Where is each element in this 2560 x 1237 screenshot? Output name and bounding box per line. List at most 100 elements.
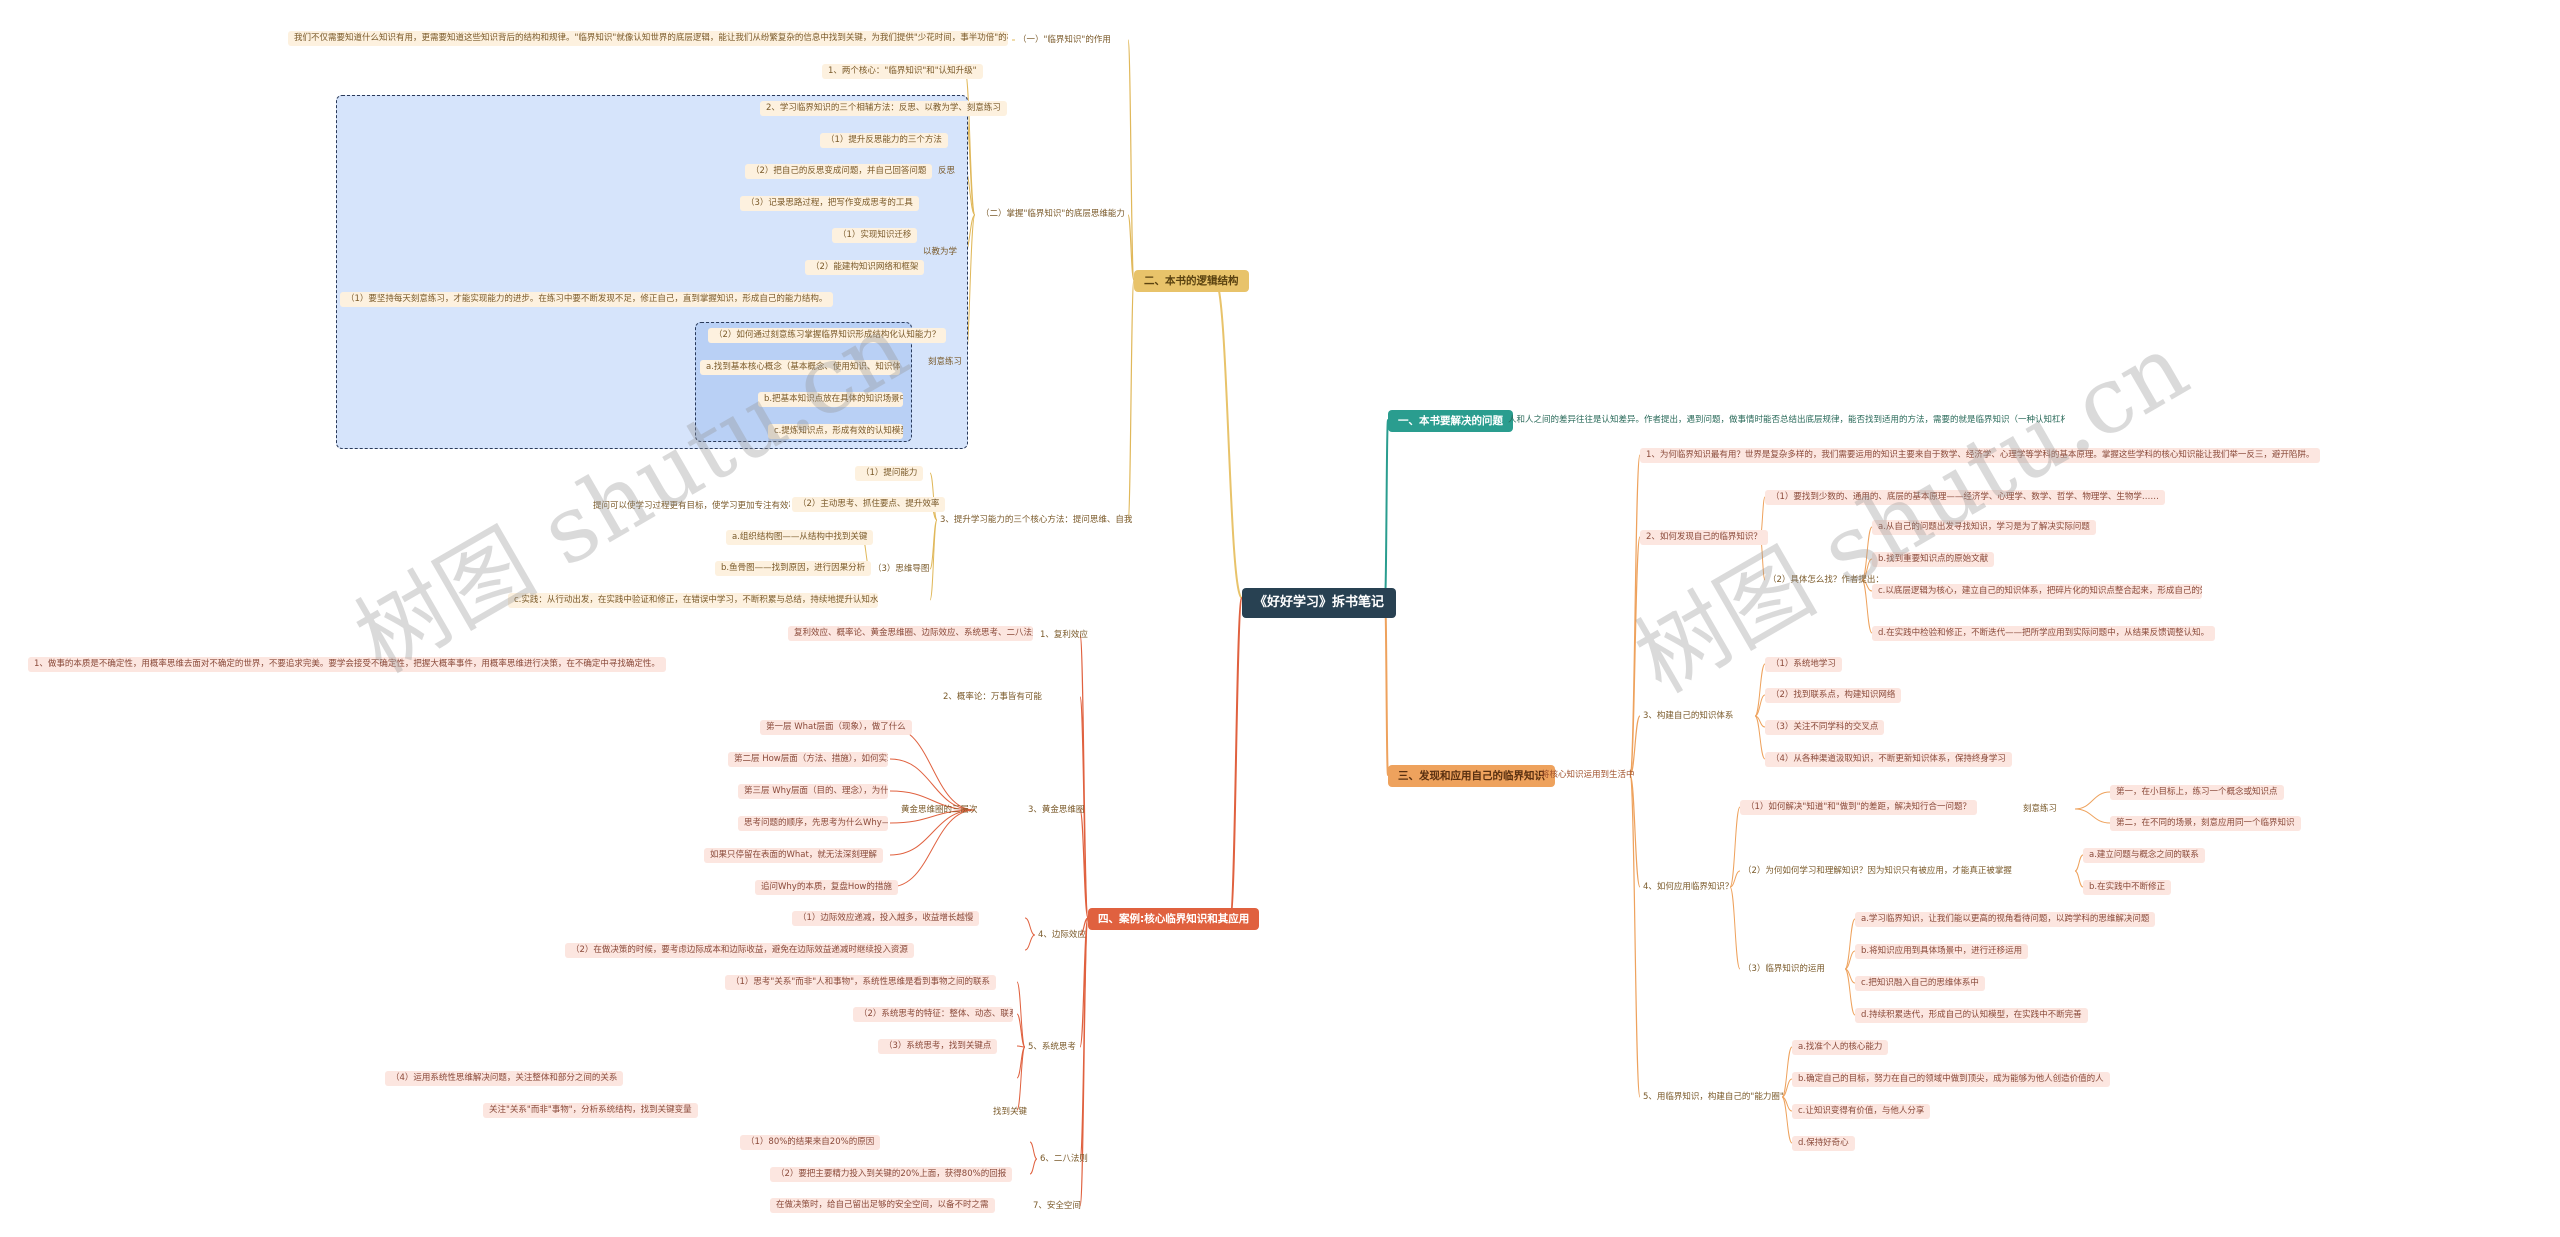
edge-g4a-1 — [2074, 808, 2111, 824]
edge-cases-2 — [1079, 809, 1089, 919]
n1-label: （一）"临界知识"的作用 — [1018, 35, 1111, 45]
edge-g2b-1 — [1861, 558, 1873, 581]
g5-item-2: b.确定自己的目标，努力在自己的领域中做到顶尖，成为能够为他人创造价值的人 — [1792, 1072, 2110, 1087]
practice-label: 刻意练习 — [928, 357, 963, 367]
g5-item-1: a.找准个人的核心能力 — [1792, 1040, 1889, 1055]
g4-c-item-4: d.持续积累迭代，形成自己的认知模型，在实践中不断完善 — [1855, 1008, 2088, 1023]
problem-desc: 人和人之间的差异往往是认知差异。作者提出，遇到问题，做事情时能否总结出底层规律，… — [1508, 415, 2065, 425]
edge-g2b-3 — [1861, 579, 1873, 634]
s5-item-3: （3）系统思考，找到关键点 — [878, 1039, 998, 1054]
edge-root-structure — [1214, 279, 1243, 599]
edge-g4-1 — [1729, 870, 1741, 888]
edge-g4-2 — [1729, 886, 1741, 970]
branch-structure[interactable]: 二、本书的逻辑结构 — [1134, 270, 1249, 292]
s6-item-1: （1）80%的结果来自20%的原因 — [740, 1135, 881, 1150]
edge-s5-1 — [1016, 1013, 1026, 1048]
n2-core: 1、两个核心："临界知识"和"认知升级" — [822, 64, 983, 79]
practice-item-1: （1）要坚持每天刻意练习，才能实现能力的进步。在练习中要不断发现不足，修正自己，… — [340, 292, 834, 307]
reflect-item-3: （3）记录思路过程，把写作变成思考的工具 — [740, 196, 919, 211]
s3-item-2: 第二层 How层面（方法、措施），如何实现目标的 — [728, 752, 888, 767]
s5-item-4: （4）运用系统性思维解决问题，关注整体和部分之间的关系 — [385, 1071, 624, 1086]
edge-root-cases — [1229, 597, 1243, 919]
n3-item-4: c.实践：从行动出发，在实践中验证和修正，在错误中学习，不断积累与总结，持续地提… — [508, 593, 878, 608]
s4-item-2: （2）在做决策的时候，要考虑边际成本和边际收益，避免在边际效益递减时继续投入资源 — [565, 943, 914, 958]
edge-g4b-0 — [2074, 854, 2084, 872]
g4-c-item-1: a.学习临界知识，让我们能以更高的视角看待问题，以跨学科的思维解决问题 — [1855, 912, 2156, 927]
branch-cases[interactable]: 四、案例:核心临界知识和其应用 — [1088, 908, 1260, 930]
edge-cases-6 — [1079, 917, 1089, 1207]
n1-content: 我们不仅需要知道什么知识有用，更需要知道这些知识背后的结构和规律。"临界知识"就… — [288, 31, 1008, 46]
edge-g4c-3 — [1844, 968, 1856, 1016]
s3-item-4: 思考问题的顺序，先思考为什么Why——为什么做 — [738, 816, 888, 831]
practice-sub-2: b.把基本知识点放在具体的知识场景中 — [758, 392, 903, 407]
s5-item-2: （2）系统思考的特征：整体、动态、联系、因果 — [853, 1007, 1013, 1022]
s1-content: 复利效应、概率论、黄金思维圈、边际效应、系统思考、二八法则、安全空间 — [788, 626, 1033, 641]
branch-problem[interactable]: 一、本书要解决的问题 — [1388, 410, 1513, 432]
n3-sub-1: a.组织结构图——从结构中找到关键 — [726, 530, 874, 545]
edge-s5-0 — [1016, 981, 1026, 1048]
g5: 5、用临界知识，构建自己的"能力圈" — [1643, 1092, 1784, 1102]
s5: 5、系统思考 — [1028, 1042, 1076, 1052]
g4-a: （1）如何解决"知道"和"做到"的差距，解决知行合一问题？ — [1740, 800, 1978, 815]
edge-structure-0 — [1127, 39, 1135, 281]
n2-methods: 2、学习临界知识的三个相辅方法：反思、以教为学、刻意练习 — [760, 101, 1007, 116]
edge-structure-1 — [1127, 214, 1135, 281]
s4-item-1: （1）边际效应递减，投入越多，收益增长越慢 — [792, 911, 980, 926]
edge-s3-1 — [889, 758, 976, 811]
s7-content: 在做决策时，给自己留出足够的安全空间，以备不时之需 — [770, 1198, 995, 1213]
s3-item-5: 如果只停留在表面的What，就无法深刻理解 — [704, 848, 883, 863]
g2-b-item-4: d.在实践中检验和修正，不断迭代——把所学应用到实际问题中，从结果反馈调整认知。 — [1872, 626, 2216, 641]
s3: 3、黄金思维圈 — [1028, 805, 1085, 815]
g2-a: （1）要找到少数的、通用的、底层的基本原理——经济学、心理学、数学、哲学、物理学… — [1765, 490, 2165, 505]
edge-g2b-0 — [1861, 526, 1873, 581]
edge-g5-3 — [1781, 1096, 1793, 1144]
s3-item-6: 追问Why的本质，复盘How的措施 — [755, 880, 898, 895]
edge-n3-3 — [929, 519, 938, 601]
g3-item-1: （1）系统地学习 — [1765, 657, 1842, 672]
g2-b-item-2: b.找到重要知识点的原始文献 — [1872, 552, 1995, 567]
edge-s5-4 — [1016, 1046, 1026, 1111]
n3-item-2-note: 提问可以使学习过程更有目标，使学习更加专注有效率 — [593, 501, 790, 511]
s5-side: 找到关键 — [993, 1107, 1028, 1117]
edge-g4a-0 — [2074, 791, 2111, 810]
reflect-item-1: （1）提升反思能力的三个方法 — [820, 133, 948, 148]
g2-b: （2）具体怎么找？作者提出： — [1768, 575, 1884, 585]
edge-s6-1 — [1029, 1158, 1038, 1175]
root-node[interactable]: 《好好学习》拆书笔记 — [1242, 588, 1397, 618]
reflect-label: 反思 — [938, 166, 956, 176]
edge-g3-1 — [1754, 694, 1766, 717]
edge-g3-0 — [1754, 663, 1766, 717]
edge-discover-1 — [1629, 536, 1641, 776]
s2: 2、概率论：万事皆有可能 — [943, 692, 1042, 702]
s5-item-5: 关注"关系"而非"事物"，分析系统结构，找到关键变量 — [483, 1103, 698, 1118]
edge-n3-0 — [929, 472, 938, 521]
s5-item-1: （1）思考"关系"而非"人和事物"，系统性思维是看到事物之间的联系 — [725, 975, 997, 990]
edge-s4-1 — [1024, 934, 1036, 951]
n3-item-2: （2）主动思考、抓住要点、提升效率 — [792, 497, 946, 512]
s2-content: 1、做事的本质是不确定性，用概率思维去面对不确定的世界，不要追求完美。要学会接受… — [28, 657, 666, 672]
n3-item-3: （3）思维导图 — [873, 564, 930, 574]
g4-c-item-2: b.将知识应用到具体场景中，进行迁移运用 — [1855, 944, 2029, 959]
edge-discover-3 — [1629, 774, 1641, 888]
s3-item-1: 第一层 What层面（现象），做了什么 — [760, 720, 912, 735]
g4-b-item-2: b.在实践中不断修正 — [2083, 880, 2172, 895]
g3-item-3: （3）关注不同学科的交叉点 — [1765, 720, 1885, 735]
edge-discover-4 — [1629, 774, 1641, 1098]
edge-discover-0 — [1629, 454, 1641, 776]
branch-discover[interactable]: 三、发现和应用自己的临界知识 — [1388, 765, 1555, 787]
n3-item-1: （1）提问能力 — [855, 466, 924, 481]
edge-s5-2 — [1016, 1045, 1026, 1048]
g4-c-item-3: c.把知识融入自己的思维体系中 — [1855, 976, 1985, 991]
s3-item-3: 第三层 Why层面（目的、理念），为什么做这件事 — [738, 784, 888, 799]
n2-label: （二）掌握"临界知识"的底层思维能力 — [981, 209, 1125, 219]
s4: 4、边际效应 — [1038, 930, 1086, 940]
g4: 4、如何应用临界知识？ — [1643, 882, 1734, 892]
g4-a-side: 刻意练习 — [2023, 804, 2058, 814]
g4-b-item-1: a.建立问题与概念之间的联系 — [2083, 848, 2205, 863]
s3-label: 黄金思维圈的三层次 — [901, 805, 978, 815]
edge-s3-5 — [889, 809, 976, 888]
edge-s3-4 — [889, 809, 976, 856]
edge-s6-0 — [1029, 1141, 1038, 1160]
edge-s4-0 — [1024, 917, 1036, 936]
teach-item-1: （1）实现知识迁移 — [832, 228, 918, 243]
